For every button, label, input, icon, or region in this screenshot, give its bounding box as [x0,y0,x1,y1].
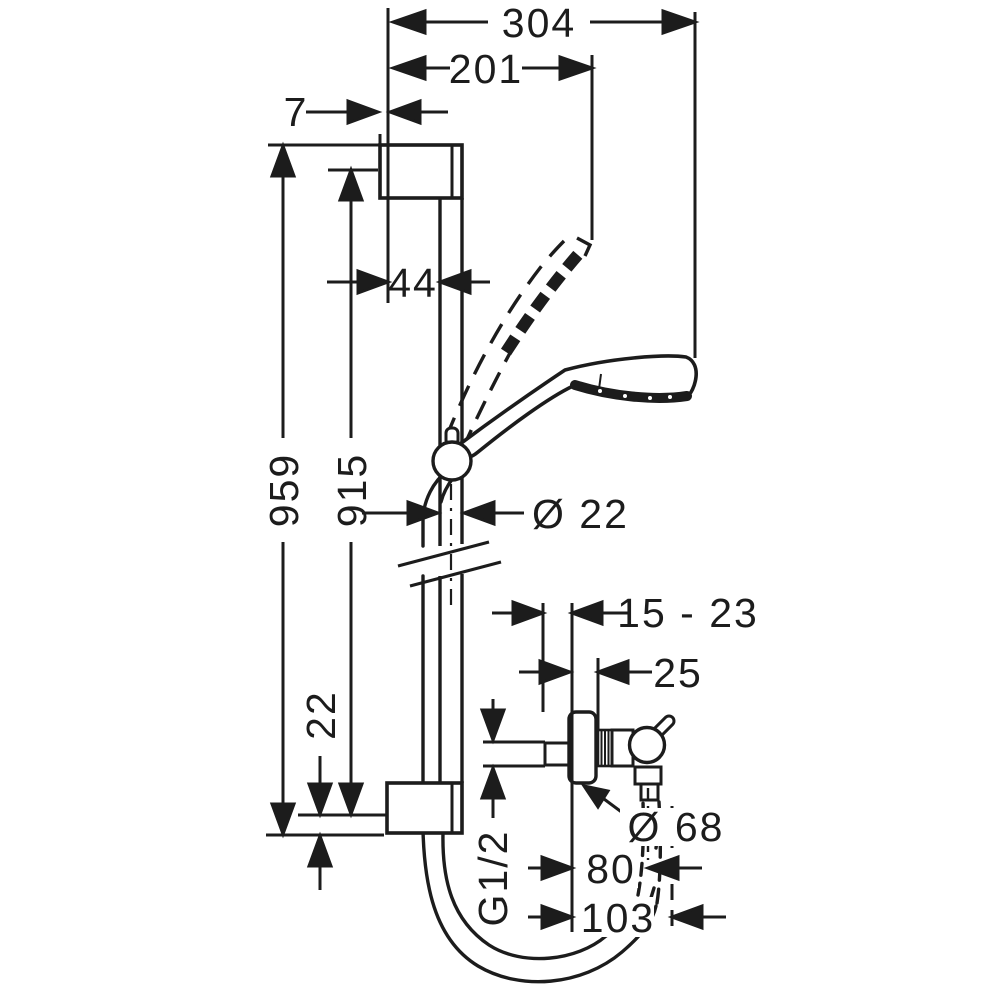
head-detail-tick [598,373,602,390]
arrowhead [337,165,365,819]
wall-escutcheon [567,710,598,785]
dim-22 [306,756,334,890]
hand-shower-body [458,354,698,460]
label-201: 201 [449,46,523,92]
pipe-break-symbol [397,540,502,588]
label-22: 22 [298,690,344,740]
dim-201 [388,54,597,82]
dim-44 [327,268,490,296]
valve-handle [627,725,667,765]
label-g12: G1/2 [470,830,516,927]
arrowhead [306,782,334,868]
dim-80 [528,854,702,882]
raised-handle-outer-dashed [444,239,566,439]
dim-915 [328,165,378,819]
hose-outer-edge-hidden [655,800,662,905]
label-escutcheon-diameter: Ø 68 [628,804,725,850]
arrowhead [406,499,496,527]
arrowhead [346,98,422,126]
label-25: 25 [653,650,703,696]
label-7: 7 [284,89,309,135]
hand-shower [458,354,698,460]
label-44: 44 [388,260,438,306]
supply-pipe-stub [543,741,573,767]
label-bar-diameter: Ø 22 [532,491,629,537]
label-mask [582,897,654,937]
label-103: 103 [581,895,655,941]
arrowhead [388,8,700,36]
label-915: 915 [329,453,375,527]
dim-959 [268,141,380,839]
dim-25 [519,658,652,686]
spray-nozzle-dots [598,389,672,400]
raised-spray-face-dashed [500,246,587,356]
label-304: 304 [502,0,576,46]
label-959: 959 [261,453,307,527]
label-80: 80 [586,846,636,892]
dim-7 [306,98,448,126]
rail-tube [438,198,464,783]
label-mask [620,808,726,846]
top-bracket [378,143,464,200]
dim-15-23 [492,599,630,627]
arrowhead [356,268,472,296]
dim-g12 [479,699,545,818]
dim-bar-diameter [362,499,524,527]
spray-face-band [570,380,692,403]
arrowhead [511,599,604,627]
bottom-bracket [385,781,464,835]
dim-103 [528,903,726,931]
slider-holder [431,426,473,482]
arrowhead [388,54,597,82]
raised-head-tip [576,236,593,257]
label-15-23: 15 - 23 [617,590,759,636]
arrowhead [540,854,680,882]
arrowhead [540,903,704,931]
holder-ball [431,440,473,482]
label-mask [584,848,638,888]
wall-bar [378,143,502,835]
arrowhead [479,708,507,800]
arrowhead [269,141,297,839]
dimension-labels: 304 201 7 44 959 915 Ø 22 15 - 23 25 22 … [261,0,759,941]
arrowhead [538,658,630,686]
dimension-annotations [266,8,726,934]
arrowhead [580,783,611,810]
hose-outlet [633,765,663,786]
shut-off-valve [543,710,676,802]
hose-nut [639,782,660,802]
knurl-ridges [600,730,610,766]
dim-304 [388,8,700,36]
